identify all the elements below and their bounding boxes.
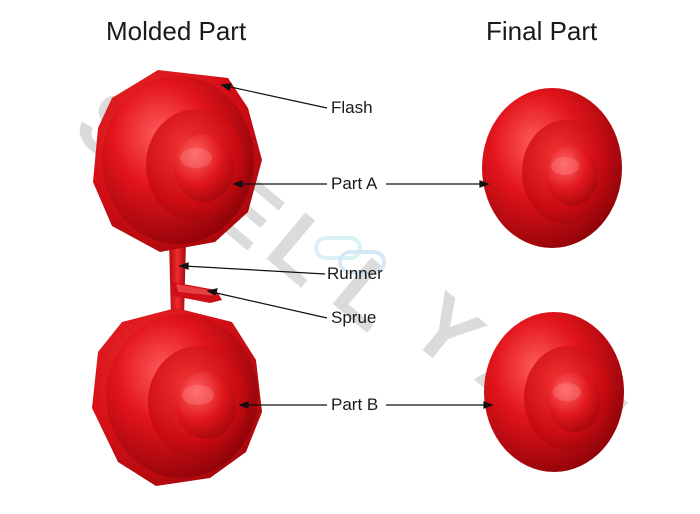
flash-leader: [225, 85, 328, 109]
final-part-heading: Final Part: [486, 16, 598, 46]
part-a-label: Part A: [331, 174, 378, 193]
part-a-arrowhead: [232, 180, 243, 188]
sprue-label: Sprue: [331, 308, 377, 327]
part-b-final-arrowhead: [483, 401, 494, 409]
final-part-b: [484, 312, 624, 472]
flash-arrowhead: [220, 83, 232, 91]
runner-label: Runner: [327, 264, 383, 283]
runner-leader: [183, 265, 326, 275]
flash-label: Flash: [331, 98, 373, 117]
watermark-logo: [314, 236, 386, 274]
final-part-a: [482, 88, 622, 248]
part-b-label: Part B: [331, 395, 379, 414]
molded-part-b: [92, 308, 262, 486]
part-b-arrowhead: [238, 401, 249, 409]
molded-part-a: [93, 70, 262, 252]
runner-arrowhead: [178, 262, 189, 270]
part-a-final-arrowhead: [479, 180, 490, 188]
molded-part-heading: Molded Part: [106, 16, 247, 46]
leader-lines: [178, 83, 494, 409]
sprue-arrowhead: [206, 288, 218, 296]
runner-sprue-geometry: [169, 240, 222, 318]
sprue-leader: [211, 291, 328, 319]
